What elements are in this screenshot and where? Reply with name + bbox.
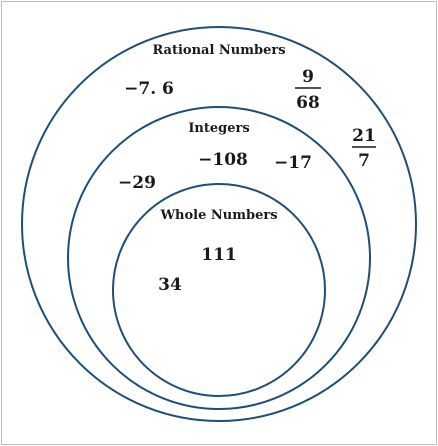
fraction-9-over-68: 9 68 — [295, 67, 321, 113]
fraction-denominator: 68 — [296, 93, 320, 113]
whole-numbers-circle — [112, 183, 326, 397]
number-whole-111: 111 — [201, 245, 237, 265]
rational-numbers-circle — [21, 26, 417, 422]
rational-numbers-label: Rational Numbers — [152, 43, 285, 58]
number-integer-neg29: −29 — [118, 173, 156, 193]
fraction-denominator: 7 — [358, 151, 370, 171]
number-whole-34: 34 — [158, 275, 182, 295]
fraction-numerator: 9 — [302, 67, 314, 87]
fraction-numerator: 21 — [352, 126, 376, 146]
whole-numbers-label: Whole Numbers — [159, 208, 277, 223]
number-rational-decimal: −7. 6 — [124, 79, 174, 99]
number-integer-neg108: −108 — [198, 150, 248, 170]
integers-circle — [67, 106, 371, 410]
integers-label: Integers — [188, 121, 249, 136]
number-integer-neg17: −17 — [274, 153, 312, 173]
fraction-21-over-7: 21 7 — [352, 126, 376, 171]
